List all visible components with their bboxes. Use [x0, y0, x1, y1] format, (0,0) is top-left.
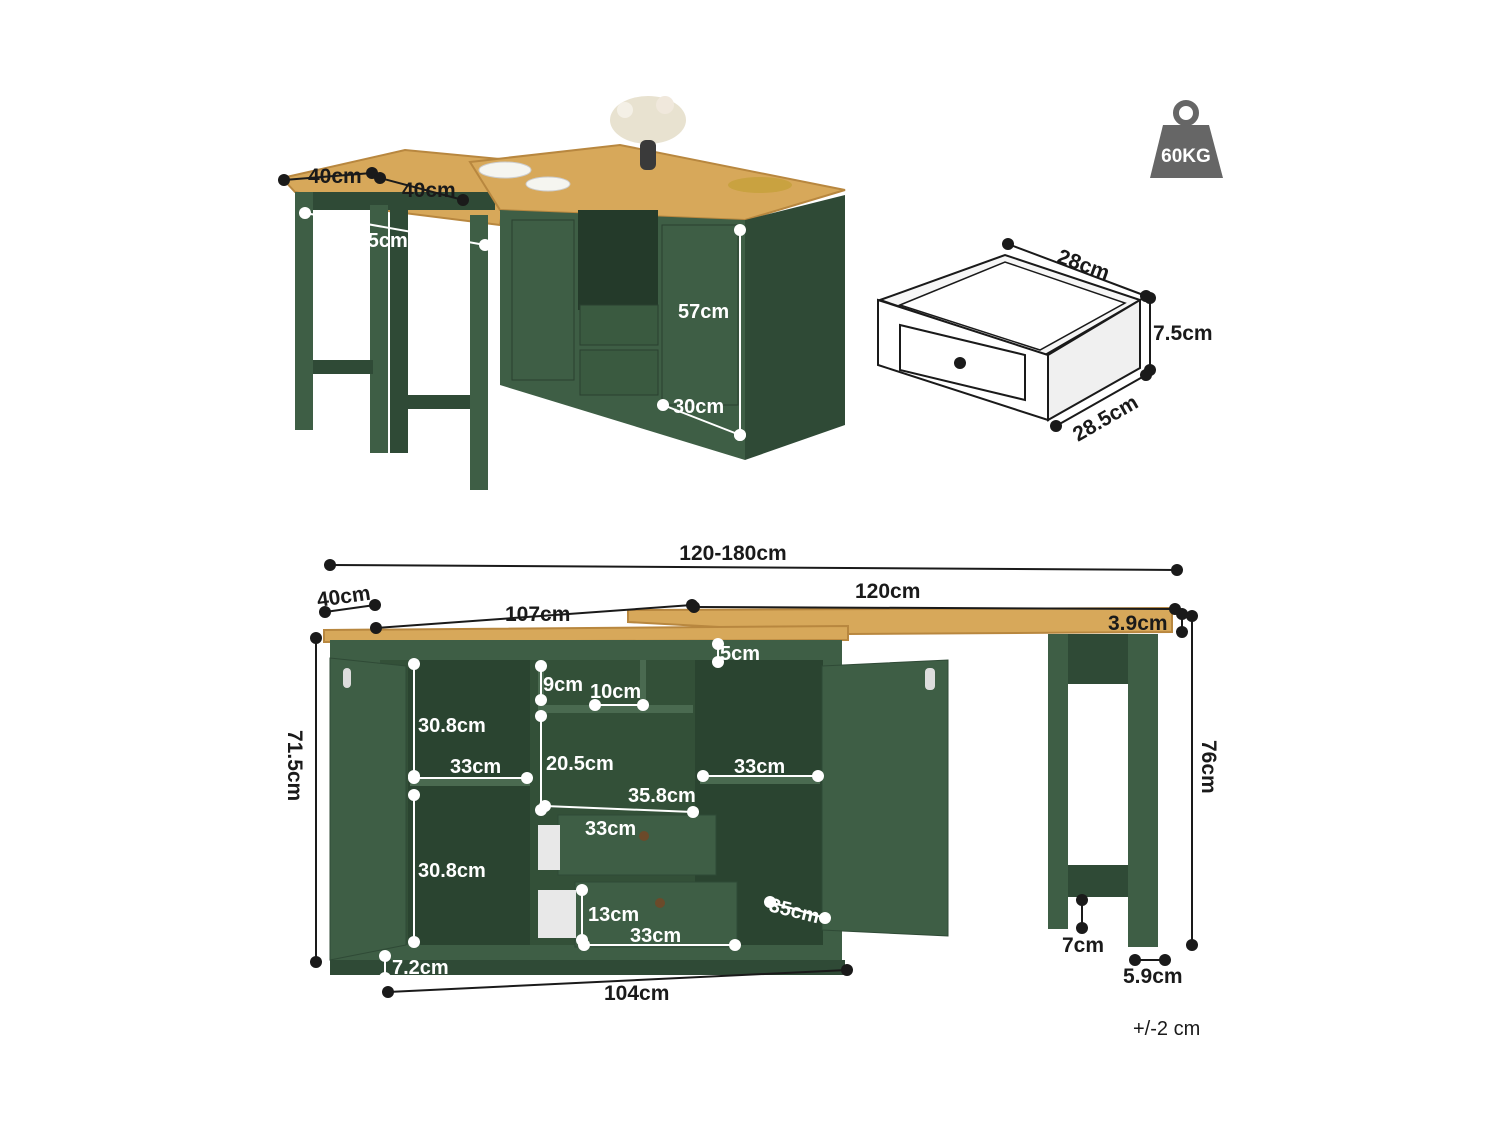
dim-left-lower-shelf: 30.8cm	[418, 860, 486, 882]
dim-leg-width: 5.9cm	[1123, 965, 1183, 988]
dim-top-thickness: 3.9cm	[1108, 612, 1168, 635]
dim-drawer2-height: 13cm	[588, 904, 639, 926]
dim-extension-length: 120cm	[855, 580, 920, 603]
dim-table-leaf-1: 40cm	[308, 165, 362, 188]
dim-cubby-height: 9cm	[543, 674, 583, 696]
cabinet-body	[468, 143, 846, 460]
dim-top-rail: 5cm	[720, 643, 760, 665]
tolerance-note: +/-2 cm	[1133, 1018, 1200, 1040]
weight-badge: 60KG	[1150, 100, 1223, 178]
drawer-front-2	[574, 881, 738, 948]
dim-total-length: 120-180cm	[679, 542, 786, 565]
dim-drawer2-width: 33cm	[630, 925, 681, 947]
drawer-front-1	[557, 814, 717, 876]
drawer-diagram: 28cm 7.5cm 28.5cm	[876, 238, 1213, 446]
top-isometric-view: 40cm 40cm 79.5cm 57cm 30cm	[278, 96, 846, 490]
dim-left-shelf-width: 33cm	[450, 756, 501, 778]
dim-right-shelf-width: 33cm	[734, 756, 785, 778]
dim-total-height: 71.5cm	[283, 730, 306, 801]
vase-icon	[610, 96, 686, 170]
dim-cubby-width: 10cm	[590, 681, 641, 703]
dim-middle-open: 20.5cm	[546, 753, 614, 775]
drawer-knob-icon	[639, 831, 649, 841]
dim-left-upper-shelf: 30.8cm	[418, 715, 486, 737]
dim-table-height: 76cm	[1197, 740, 1220, 794]
dim-base-height: 7.2cm	[392, 957, 449, 979]
weight-label: 60KG	[1161, 146, 1211, 167]
dim-base-width: 104cm	[604, 982, 669, 1005]
dim-drawer-opening: 35.8cm	[628, 785, 696, 807]
dim-cabinet-height: 57cm	[678, 301, 729, 323]
dim-table-leaf-2: 40cm	[402, 179, 456, 202]
front-view: 120-180cm 40cm 107cm 120cm 3.9cm 71.5cm …	[283, 542, 1220, 1005]
dim-drawer1-width: 33cm	[585, 818, 636, 840]
drawer-knob-icon	[655, 898, 665, 908]
dim-cabinet-depth: 30cm	[673, 396, 724, 418]
dim-drawer-height: 7.5cm	[1153, 322, 1213, 345]
dining-table	[280, 148, 512, 490]
drawer-knob-icon	[954, 357, 966, 369]
cabinet-top	[323, 624, 849, 644]
plate-icon	[525, 176, 571, 192]
plate-icon	[478, 161, 532, 179]
tray-icon	[728, 177, 792, 193]
dim-top-length: 107cm	[505, 603, 570, 626]
dim-table-width: 79.5cm	[340, 230, 408, 252]
dim-leg-gap: 7cm	[1062, 934, 1104, 957]
weight-icon	[1150, 100, 1223, 178]
